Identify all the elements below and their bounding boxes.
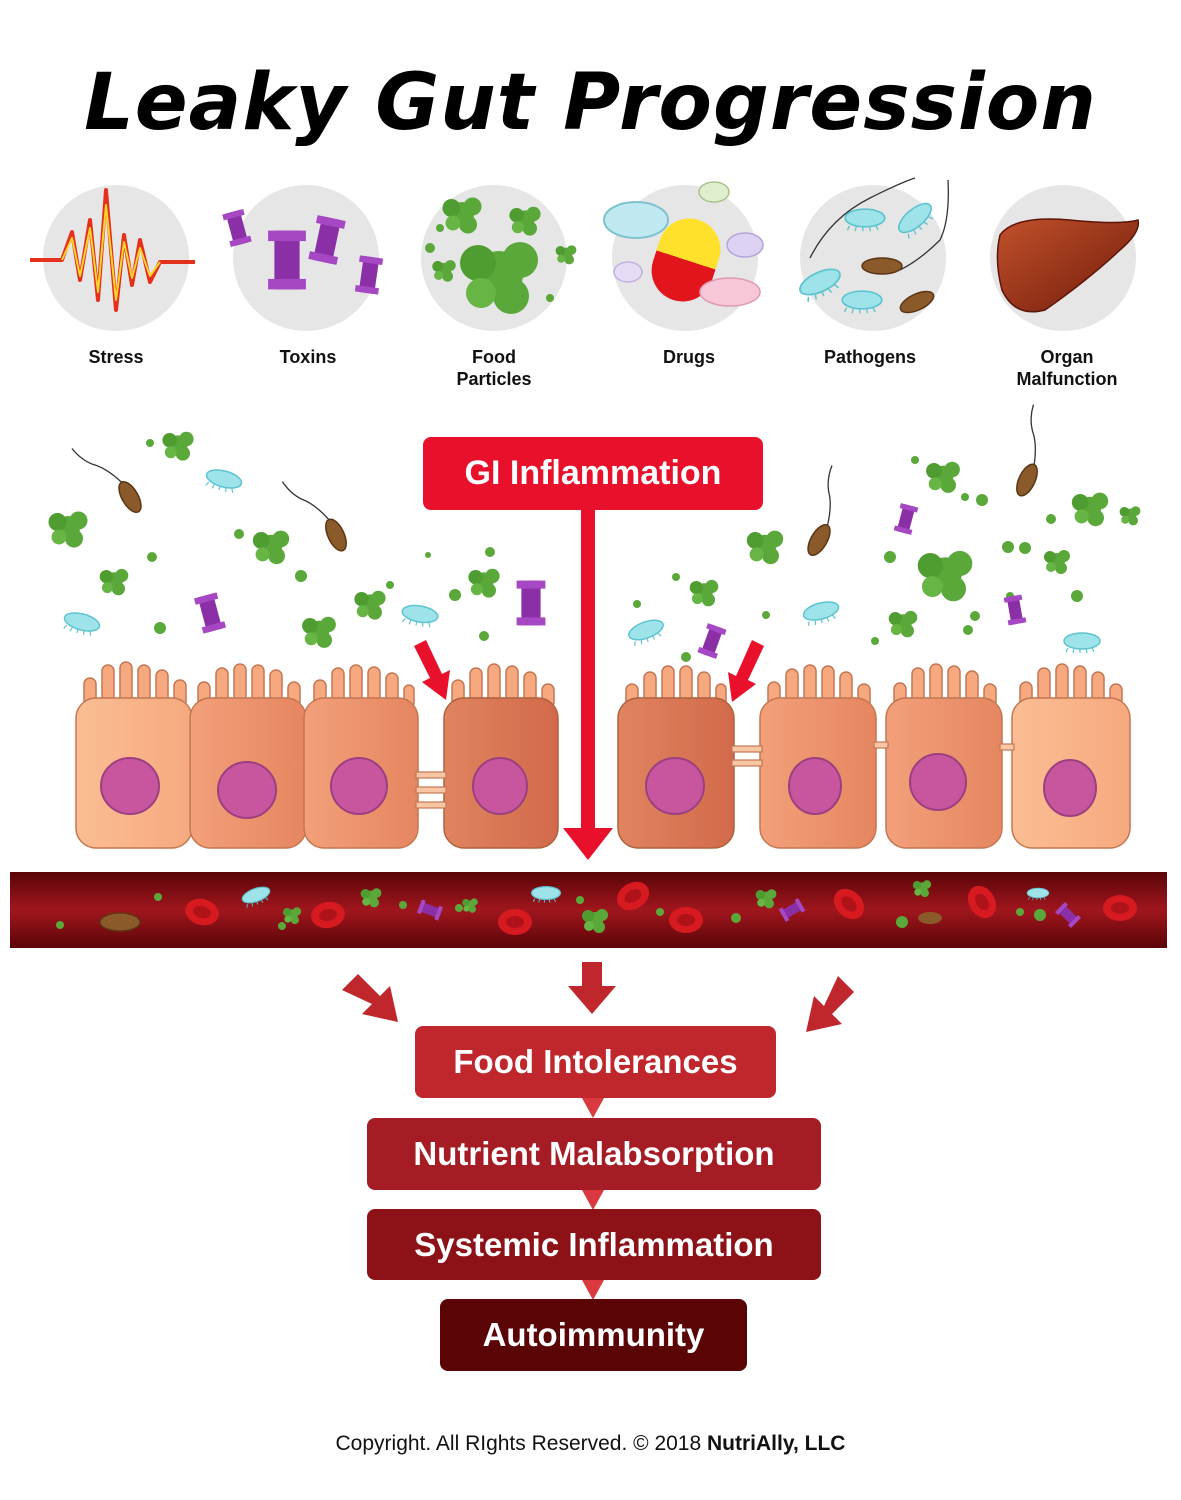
gi-inflammation-arrow — [563, 505, 613, 860]
copyright-text: Copyright. All RIghts Reserved. © 2018 — [335, 1432, 702, 1455]
food-particles-icon — [421, 185, 577, 331]
progression-label: Systemic Inflammation — [414, 1225, 774, 1263]
gi-inflammation-box: GI Inflammation — [423, 437, 763, 510]
cause-label-line: Drugs — [662, 347, 715, 367]
epithelial-cells — [75, 661, 1131, 849]
toxins-icon — [222, 185, 384, 331]
drugs-icon — [603, 181, 764, 331]
progression-label: Food Intolerances — [453, 1043, 738, 1080]
copyright-notice: Copyright. All RIghts Reserved. © 2018 N… — [0, 1432, 1181, 1456]
cause-label-line: Stress — [88, 347, 144, 367]
stress-icon — [30, 185, 195, 331]
cause-label-toxins: Toxins — [223, 346, 393, 368]
cause-label-line: Malfunction — [1016, 369, 1118, 389]
cause-label-line: Organ — [1040, 347, 1094, 367]
gi-inflammation-label: GI Inflammation — [464, 454, 722, 492]
cause-label-food-particles: Food Particles — [409, 346, 579, 390]
cause-label-organ-malfunction: Organ Malfunction — [982, 346, 1152, 390]
copyright-owner: NutriAlly, LLC — [707, 1432, 846, 1455]
blood-vessel — [10, 872, 1167, 948]
progression-label: Autoimmunity — [482, 1316, 705, 1353]
cause-label-drugs: Drugs — [604, 346, 774, 368]
lumen-particles — [48, 403, 1141, 662]
pathogens-icon — [795, 177, 949, 331]
liver-icon — [990, 185, 1140, 331]
progression-box-autoimmunity: Autoimmunity — [440, 1299, 747, 1371]
leak-arrows — [414, 640, 764, 702]
progression-box-food-intolerances: Food Intolerances — [415, 1026, 776, 1098]
progression-arrows — [342, 962, 854, 1300]
cause-label-line: Particles — [456, 369, 532, 389]
progression-box-nutrient-malabsorption: Nutrient Malabsorption — [367, 1118, 821, 1190]
cause-label-line: Pathogens — [823, 347, 916, 367]
cause-label-pathogens: Pathogens — [785, 346, 955, 368]
progression-box-systemic-inflammation: Systemic Inflammation — [367, 1209, 821, 1280]
cause-label-line: Food — [472, 347, 516, 367]
page-title: Leaky Gut Progression — [84, 58, 1097, 148]
cause-label-line: Toxins — [279, 347, 337, 367]
progression-label: Nutrient Malabsorption — [413, 1135, 775, 1172]
cause-label-stress: Stress — [31, 346, 201, 368]
